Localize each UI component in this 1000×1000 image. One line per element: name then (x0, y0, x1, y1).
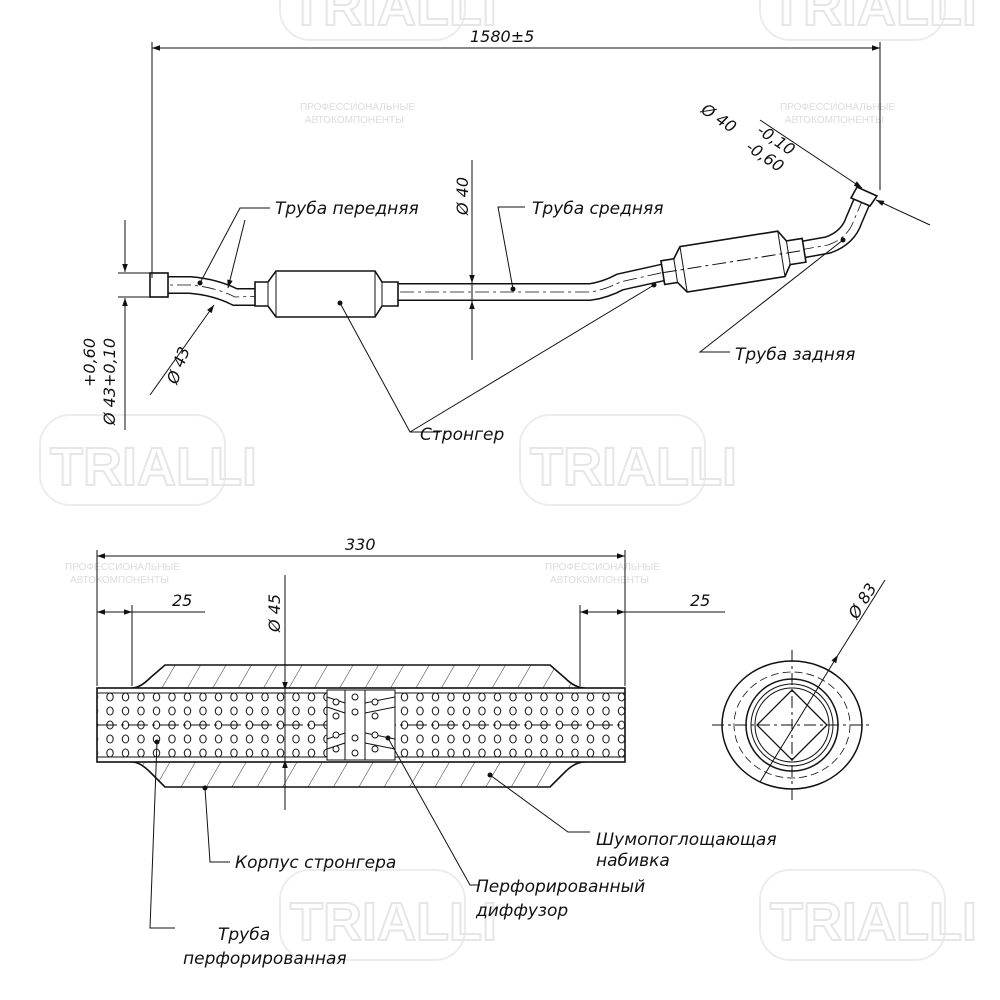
watermark-logo: TRIALLI (519, 414, 738, 506)
label-tube: Труба (218, 925, 270, 945)
middle-diameter-dim: Ø 40 (453, 177, 472, 216)
svg-text:TRIALLI: TRIALLI (530, 437, 737, 497)
svg-text:ПРОФЕССИОНАЛЬНЫЕ: ПРОФЕССИОНАЛЬНЫЕ (780, 102, 895, 113)
svg-text:Ø 43: Ø 43 (100, 387, 119, 426)
rear-diameter-dim: Ø 40 -0,10 -0,60 (697, 99, 799, 176)
label-body: Корпус стронгера (235, 853, 396, 873)
svg-text:TRIALLI: TRIALLI (290, 892, 497, 952)
exhaust-assembly-view: 1580±5 Ø 40 -0,10 -0,60 Ø 40 Ø 43 Ø 43 +… (80, 27, 931, 445)
perforated-diffuser (326, 689, 396, 761)
svg-text:TRIALLI: TRIALLI (770, 0, 977, 37)
inner-diameter-dim: Ø 45 (265, 594, 284, 633)
watermark-logo: TRIALLI (759, 0, 978, 41)
svg-text:АВТОКОМПОНЕНТЫ: АВТОКОМПОНЕНТЫ (70, 575, 169, 586)
svg-text:Ø 40: Ø 40 (697, 99, 740, 137)
watermark-logo: TRIALLI (39, 414, 258, 506)
watermarks: TRIALLI TRIALLI TRIALLI TRIALLI TRIALLI … (39, 0, 978, 961)
svg-text:TRIALLI: TRIALLI (770, 892, 977, 952)
right-collar-dim: 25 (690, 591, 710, 610)
stronger-section-view: 330 25 25 Ø 45 Ø 83 Шумопоглощающая н (96, 535, 886, 969)
label-middle-pipe: Труба средняя (532, 199, 663, 219)
watermark-logo: TRIALLI (279, 0, 498, 41)
svg-text:ПРОФЕССИОНАЛЬНЫЕ: ПРОФЕССИОНАЛЬНЫЕ (65, 562, 180, 573)
svg-text:TRIALLI: TRIALLI (290, 0, 497, 37)
svg-text:ПРОФЕССИОНАЛЬНЫЕ: ПРОФЕССИОНАЛЬНЫЕ (545, 562, 660, 573)
label-front-pipe: Труба передняя (275, 199, 419, 219)
svg-text:АВТОКОМПОНЕНТЫ: АВТОКОМПОНЕНТЫ (305, 115, 404, 126)
label-absorbent-2: набивка (596, 851, 670, 871)
left-collar-dim: 25 (172, 591, 192, 610)
outer-diameter-dim: Ø 83 (844, 580, 881, 623)
label-tube-2: перфорированная (183, 949, 347, 969)
watermark-logo: TRIALLI (279, 869, 498, 961)
overall-length-dim: 1580±5 (470, 27, 534, 46)
length-dim: 330 (345, 535, 376, 554)
label-rear-pipe: Труба задняя (735, 345, 855, 365)
label-stronger: Стронгер (420, 425, 504, 445)
svg-text:ПРОФЕССИОНАЛЬНЫЕ: ПРОФЕССИОНАЛЬНЫЕ (300, 102, 415, 113)
label-diffuser: Перфорированный (476, 877, 645, 897)
svg-text:АВТОКОМПОНЕНТЫ: АВТОКОМПОНЕНТЫ (550, 575, 649, 586)
label-diffuser-2: диффузор (475, 901, 568, 921)
stronger-end-view: Ø 83 (712, 579, 886, 800)
svg-text:АВТОКОМПОНЕНТЫ: АВТОКОМПОНЕНТЫ (785, 115, 884, 126)
front-diameter-dim: Ø 43 (163, 344, 194, 387)
svg-text:+0,60: +0,60 (80, 338, 99, 387)
inlet-diameter-dim: Ø 43 +0,10 +0,60 (80, 338, 119, 426)
label-absorbent: Шумопоглощающая (596, 830, 777, 850)
svg-text:TRIALLI: TRIALLI (50, 437, 257, 497)
inlet-flange (149, 272, 169, 298)
watermark-logo: TRIALLI (759, 869, 978, 961)
svg-text:+0,10: +0,10 (100, 338, 119, 387)
